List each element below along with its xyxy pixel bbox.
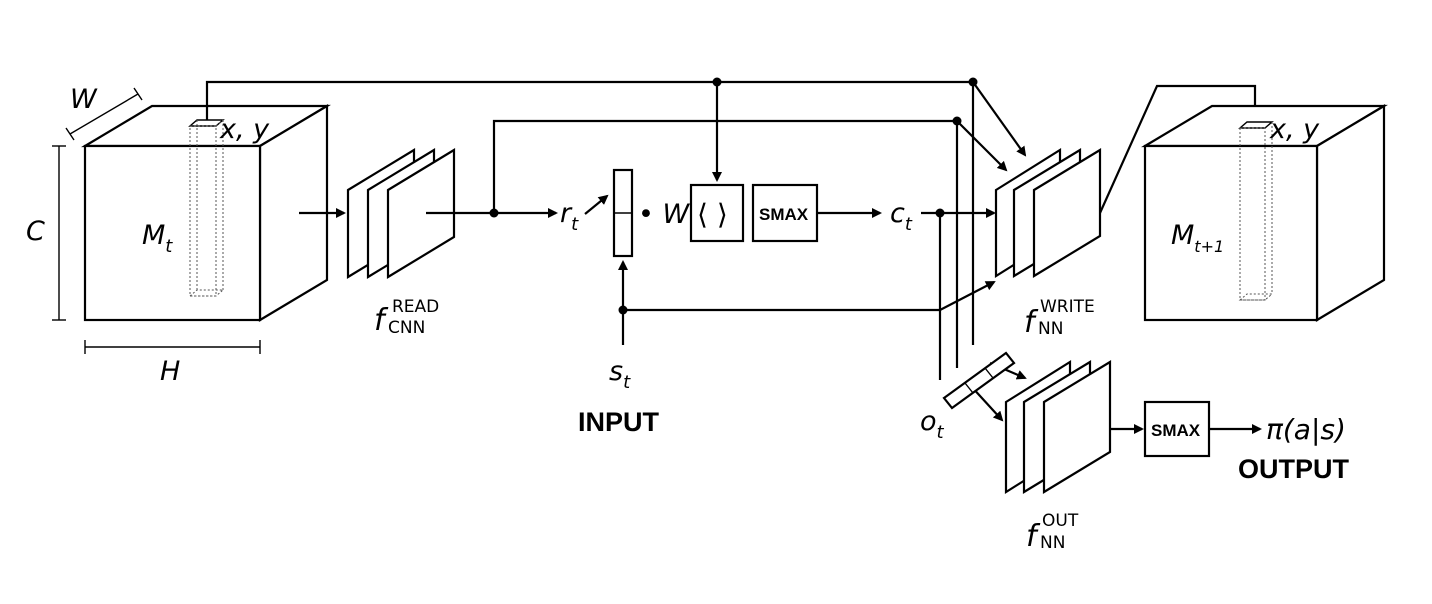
junction-dots bbox=[489, 77, 978, 315]
dimension-h bbox=[84, 340, 261, 354]
smax-box-1 bbox=[751, 183, 819, 243]
dimension-c bbox=[52, 145, 66, 321]
policy-label: π(a|s) bbox=[1266, 413, 1346, 446]
f-write-label: f bbox=[1024, 305, 1039, 340]
input-label: INPUT bbox=[578, 407, 660, 437]
f-write-sub: NN bbox=[1038, 319, 1063, 339]
f-read-label: f bbox=[374, 303, 389, 338]
inner-product-symbol: ⟨ ⟩ bbox=[697, 198, 728, 231]
f-out-sup: OUT bbox=[1042, 511, 1079, 531]
o-t-label: ot bbox=[920, 406, 945, 443]
xy-label: x, y bbox=[219, 114, 270, 145]
memory-cube-t bbox=[81, 104, 331, 322]
f-read-stack bbox=[346, 148, 456, 279]
inner-product-box bbox=[689, 183, 745, 243]
f-out-sub: NN bbox=[1040, 533, 1065, 553]
memory-cube-t1 bbox=[1141, 104, 1388, 322]
memory-column bbox=[188, 119, 225, 297]
dimension-w bbox=[65, 87, 143, 141]
smax-box-2 bbox=[1143, 400, 1211, 458]
f-read-sup: READ bbox=[392, 297, 439, 317]
dim-h-label: H bbox=[160, 356, 180, 387]
s-t-label: st bbox=[609, 356, 631, 393]
f-write-sup: WRITE bbox=[1040, 297, 1095, 317]
f-read-sub: CNN bbox=[388, 318, 425, 338]
f-write-stack bbox=[994, 148, 1102, 278]
r-t-label: rt bbox=[560, 198, 579, 235]
smax-1-label: SMAX bbox=[759, 205, 809, 224]
f-out-label: f bbox=[1026, 519, 1041, 554]
c-t-label: ct bbox=[890, 198, 913, 235]
o-t-combiner bbox=[942, 351, 1016, 410]
dim-w-label: W bbox=[70, 84, 98, 115]
output-label: OUTPUT bbox=[1238, 454, 1350, 484]
smax-2-label: SMAX bbox=[1151, 421, 1201, 440]
dot-w-label: • W bbox=[638, 199, 691, 230]
mem-t1-label: Mt+1 bbox=[1171, 220, 1224, 256]
f-out-stack bbox=[1004, 360, 1112, 494]
mem-t-label: Mt bbox=[142, 220, 173, 257]
memory-column-next bbox=[1238, 121, 1274, 301]
xy-next-label: x, y bbox=[1269, 114, 1320, 145]
dim-c-label: C bbox=[26, 216, 45, 247]
key-vector-bar bbox=[612, 168, 634, 258]
